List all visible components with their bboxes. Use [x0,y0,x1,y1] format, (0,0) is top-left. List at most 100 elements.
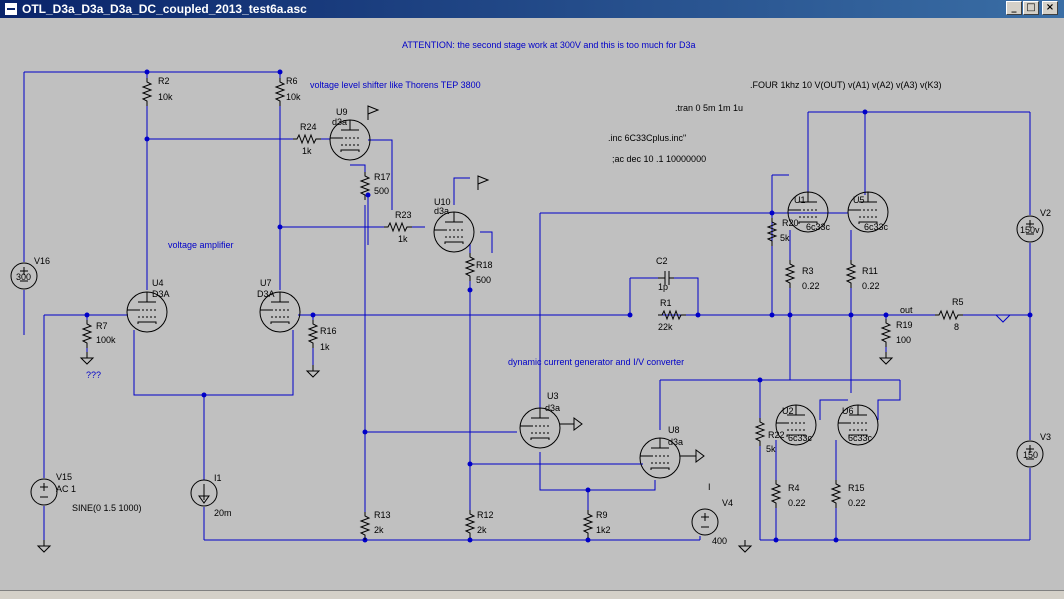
ground-icon [879,351,893,365]
u5-name: U5 [853,195,865,205]
resistor-r19[interactable] [881,318,891,348]
window-title: OTL_D3a_D3a_D3a_DC_coupled_2013_test6a.a… [22,2,307,16]
r11-name: R11 [862,266,878,276]
resistor-r5[interactable] [934,310,964,320]
resistor-r12[interactable] [465,509,475,539]
u7-model: D3A [257,289,275,299]
out-label: out [900,305,913,315]
v2-value: 150v [1020,225,1040,235]
schematic-svg[interactable]: ATTENTION: the second stage work at 300V… [0,18,1064,590]
resistor-r16[interactable] [308,319,318,349]
u9-model: d3a [332,117,347,127]
horizontal-scrollbar[interactable] [0,590,1064,599]
resistor-r15[interactable] [831,479,841,509]
r24-value: 1k [302,146,312,156]
r2-name: R2 [158,76,170,86]
u10-model: d3a [434,206,449,216]
r13-name: R13 [374,510,391,520]
r17-value: 500 [374,186,389,196]
dynamic-note: dynamic current generator and I/V conver… [508,357,684,367]
source-v15[interactable] [30,478,58,506]
resistor-r13[interactable] [360,511,370,541]
v3-value: 150 [1023,450,1038,460]
u8-name: U8 [668,425,680,435]
r11-value: 0.22 [862,281,880,291]
r9-name: R9 [596,510,608,520]
source-v4[interactable] [691,508,719,536]
r3-name: R3 [802,266,814,276]
r7-value: 100k [96,335,116,345]
ground-icon [80,351,94,365]
u8-model: d3a [668,437,683,447]
r20-name: R20 [782,218,799,228]
r12-value: 2k [477,525,487,535]
r1-name: R1 [660,298,672,308]
maximize-button[interactable]: □ [1023,1,1039,15]
tube-u10[interactable] [433,211,475,253]
r2-value: 10k [158,92,173,102]
r5-value: 8 [954,322,959,332]
resistor-r11[interactable] [846,259,856,289]
r22-name: R22 [768,430,785,440]
r13-value: 2k [374,525,384,535]
resistor-r2[interactable] [142,77,152,107]
u2-model: 6c33c [788,433,813,443]
u5-model: 6c33c [864,222,889,232]
r16-value: 1k [320,342,330,352]
u3-name: U3 [547,391,559,401]
v4-name: V4 [722,498,733,508]
r19-name: R19 [896,320,913,330]
r5-name: R5 [952,297,964,307]
c2-name: C2 [656,256,668,266]
app-icon [4,2,18,16]
current-source-i1[interactable] [190,479,218,507]
resistor-r20[interactable] [767,217,777,247]
v16-name: V16 [34,256,50,266]
r6-value: 10k [286,92,301,102]
r19-value: 100 [896,335,911,345]
v15-name: V15 [56,472,72,482]
resistor-r1[interactable] [657,310,687,320]
four-directive[interactable]: .FOUR 1khz 10 V(OUT) v(A1) v(A2) v(A3) v… [750,80,942,90]
ac-directive[interactable]: ;ac dec 10 .1 10000000 [612,154,706,164]
ground-icon [306,364,320,378]
resistor-r18[interactable] [465,252,475,282]
u10-name: U10 [434,197,451,207]
resistor-r6[interactable] [275,77,285,107]
capacitor-c2[interactable] [658,271,674,285]
resistor-r3[interactable] [785,259,795,289]
close-button[interactable]: × [1042,1,1058,15]
tube-u3[interactable] [519,407,561,449]
r18-name: R18 [476,260,493,270]
u7-name: U7 [260,278,272,288]
inc-directive[interactable]: .inc 6C33Cplus.inc" [608,133,686,143]
v3-name: V3 [1040,432,1051,442]
c2-value: 1p [658,282,668,292]
minimize-button[interactable]: _ [1006,1,1022,15]
resistor-r23[interactable] [383,222,413,232]
resistor-r24[interactable] [292,134,322,144]
question-label: ??? [86,370,101,380]
resistor-r7[interactable] [82,319,92,349]
amplifier-note: voltage amplifier [168,240,234,250]
r23-value: 1k [398,234,408,244]
r23-name: R23 [395,210,412,220]
tran-directive[interactable]: .tran 0 5m 1m 1u [675,103,743,113]
resistor-r22[interactable] [755,417,765,447]
resistor-r9[interactable] [583,509,593,539]
junctions [84,69,1033,543]
r6-name: R6 [286,76,298,86]
i1-value: 20m [214,508,232,518]
u4-name: U4 [152,278,164,288]
schematic-canvas[interactable]: ATTENTION: the second stage work at 300V… [0,18,1064,590]
resistor-r4[interactable] [771,479,781,509]
ground-icon [37,539,51,553]
r3-value: 0.22 [802,281,820,291]
r9-value: 1k2 [596,525,611,535]
r12-name: R12 [477,510,494,520]
u6-name: U6 [842,406,854,416]
shifter-note: voltage level shifter like Thorens TEP 3… [310,80,481,90]
r24-name: R24 [300,122,317,132]
r15-name: R15 [848,483,865,493]
u10-anode-arrow-icon [477,175,489,191]
